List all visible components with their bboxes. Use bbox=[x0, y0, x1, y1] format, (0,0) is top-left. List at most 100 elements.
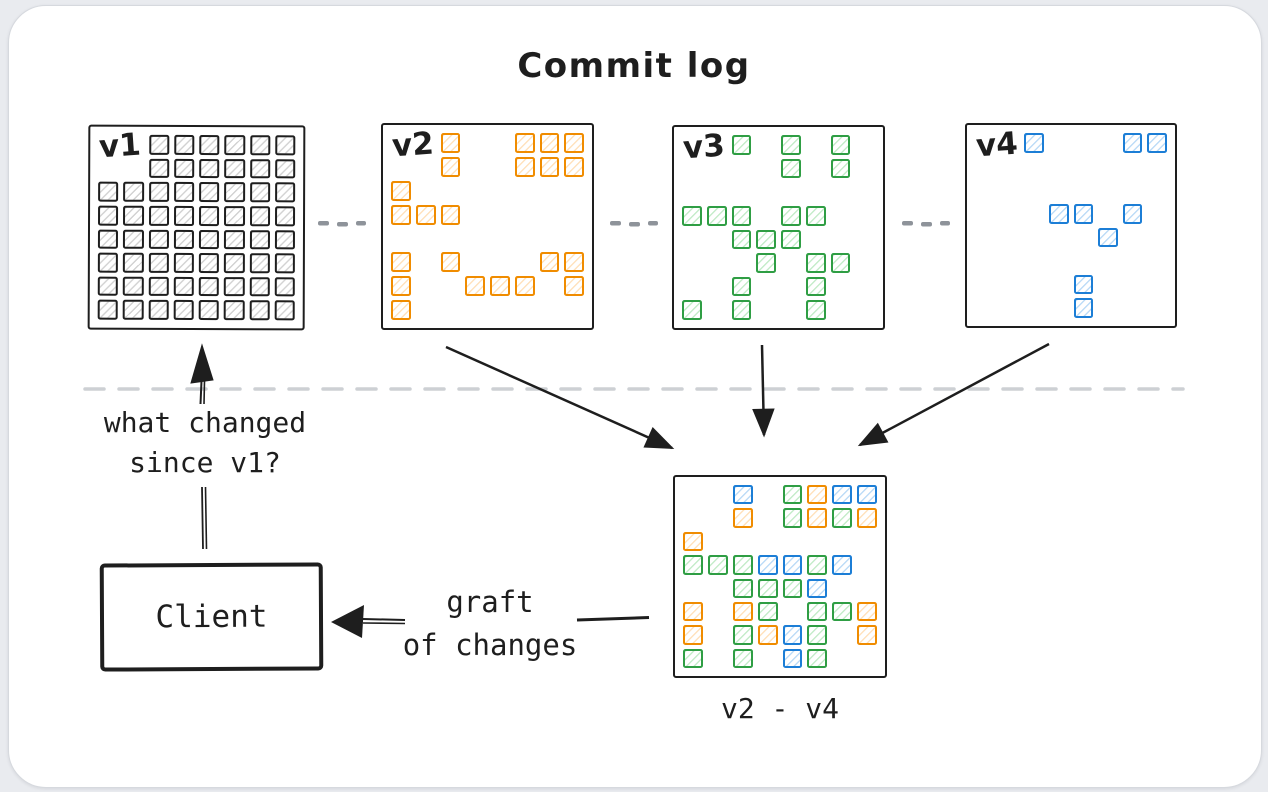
commit-cell bbox=[807, 508, 828, 528]
commit-cell bbox=[249, 182, 270, 203]
commit-cell bbox=[732, 485, 753, 505]
empty-cell bbox=[975, 251, 995, 271]
empty-cell bbox=[758, 485, 778, 504]
commit-cell bbox=[249, 206, 270, 226]
commit-cell bbox=[757, 601, 778, 622]
empty-cell bbox=[441, 181, 461, 201]
commit-cell bbox=[173, 182, 195, 202]
commit-cell bbox=[199, 205, 220, 226]
commit-cell bbox=[832, 485, 853, 505]
commit-cell bbox=[198, 300, 219, 321]
graft-line2: of changes bbox=[402, 628, 578, 662]
commit-cell bbox=[805, 276, 826, 297]
empty-cell bbox=[756, 182, 776, 202]
empty-cell bbox=[465, 157, 485, 177]
empty-cell bbox=[1147, 275, 1167, 295]
empty-cell bbox=[732, 253, 752, 273]
empty-cell bbox=[855, 277, 875, 297]
commit-cell bbox=[683, 648, 703, 668]
empty-cell bbox=[1049, 157, 1069, 177]
empty-cell bbox=[707, 277, 727, 297]
commit-cell bbox=[564, 133, 584, 153]
commit-cell bbox=[274, 229, 295, 250]
commit-grid-v4 bbox=[965, 123, 1177, 328]
empty-cell bbox=[855, 300, 875, 320]
commit-cell bbox=[173, 300, 194, 320]
empty-cell bbox=[1024, 180, 1044, 200]
commit-cell bbox=[732, 508, 753, 528]
empty-cell bbox=[540, 181, 560, 201]
empty-cell bbox=[1147, 204, 1167, 224]
empty-cell bbox=[1049, 298, 1069, 318]
commit-cell bbox=[731, 300, 752, 320]
empty-cell bbox=[1098, 180, 1118, 200]
commit-cell bbox=[1048, 203, 1069, 224]
commit-cell bbox=[781, 135, 801, 155]
empty-cell bbox=[1024, 204, 1044, 224]
commit-cell bbox=[148, 300, 169, 320]
empty-cell bbox=[1024, 251, 1044, 271]
empty-cell bbox=[756, 300, 776, 320]
empty-cell bbox=[756, 135, 776, 155]
empty-cell bbox=[515, 229, 535, 249]
empty-cell bbox=[1049, 228, 1069, 248]
commit-cell bbox=[782, 508, 803, 528]
commit-cell bbox=[805, 205, 826, 226]
empty-cell bbox=[564, 229, 584, 249]
empty-cell bbox=[855, 206, 875, 226]
commit-cell bbox=[440, 133, 461, 153]
empty-cell bbox=[756, 206, 776, 226]
commit-cell bbox=[199, 158, 220, 179]
empty-cell bbox=[416, 276, 436, 296]
commit-cell bbox=[1073, 274, 1094, 295]
diagram-title: Commit log bbox=[517, 46, 751, 86]
empty-cell bbox=[1098, 157, 1118, 177]
merged-grid-label: v2 - v4 bbox=[720, 692, 839, 725]
empty-cell bbox=[1123, 180, 1143, 200]
commit-cell bbox=[807, 578, 828, 598]
commit-cell bbox=[274, 158, 296, 179]
commit-cell bbox=[807, 601, 828, 622]
empty-cell bbox=[1000, 228, 1020, 248]
commit-cell bbox=[830, 135, 851, 155]
commit-cell bbox=[249, 229, 270, 250]
commit-cell bbox=[173, 205, 195, 226]
empty-cell bbox=[806, 159, 826, 179]
empty-cell bbox=[806, 135, 826, 155]
commit-cell bbox=[683, 555, 703, 575]
empty-cell bbox=[490, 252, 510, 272]
empty-cell bbox=[975, 275, 995, 295]
empty-cell bbox=[515, 300, 535, 320]
commit-cell bbox=[224, 229, 245, 250]
commit-cell bbox=[782, 625, 803, 645]
empty-cell bbox=[708, 532, 728, 551]
commit-cell bbox=[224, 182, 245, 203]
commit-cell bbox=[224, 158, 245, 179]
empty-cell bbox=[1147, 298, 1167, 318]
empty-cell bbox=[732, 159, 752, 179]
empty-cell bbox=[683, 485, 703, 504]
commit-cell bbox=[830, 253, 851, 273]
commit-cell bbox=[223, 300, 245, 321]
empty-cell bbox=[1098, 275, 1118, 295]
commit-cell bbox=[756, 253, 776, 273]
grid-label-v1: v1 bbox=[97, 126, 142, 166]
empty-cell bbox=[1000, 204, 1020, 224]
empty-cell bbox=[831, 182, 851, 202]
empty-cell bbox=[758, 649, 778, 668]
empty-cell bbox=[1098, 251, 1118, 271]
empty-cell bbox=[975, 204, 995, 224]
empty-cell bbox=[1123, 157, 1143, 177]
commit-cell bbox=[781, 229, 801, 250]
empty-cell bbox=[857, 649, 877, 668]
empty-cell bbox=[857, 579, 877, 598]
commit-cell bbox=[732, 555, 753, 575]
empty-cell bbox=[441, 229, 461, 249]
commit-cell bbox=[564, 156, 584, 177]
empty-cell bbox=[490, 300, 510, 320]
commit-cell bbox=[564, 276, 584, 297]
empty-cell bbox=[683, 579, 703, 598]
empty-cell bbox=[806, 230, 826, 250]
commit-cell bbox=[97, 252, 119, 273]
